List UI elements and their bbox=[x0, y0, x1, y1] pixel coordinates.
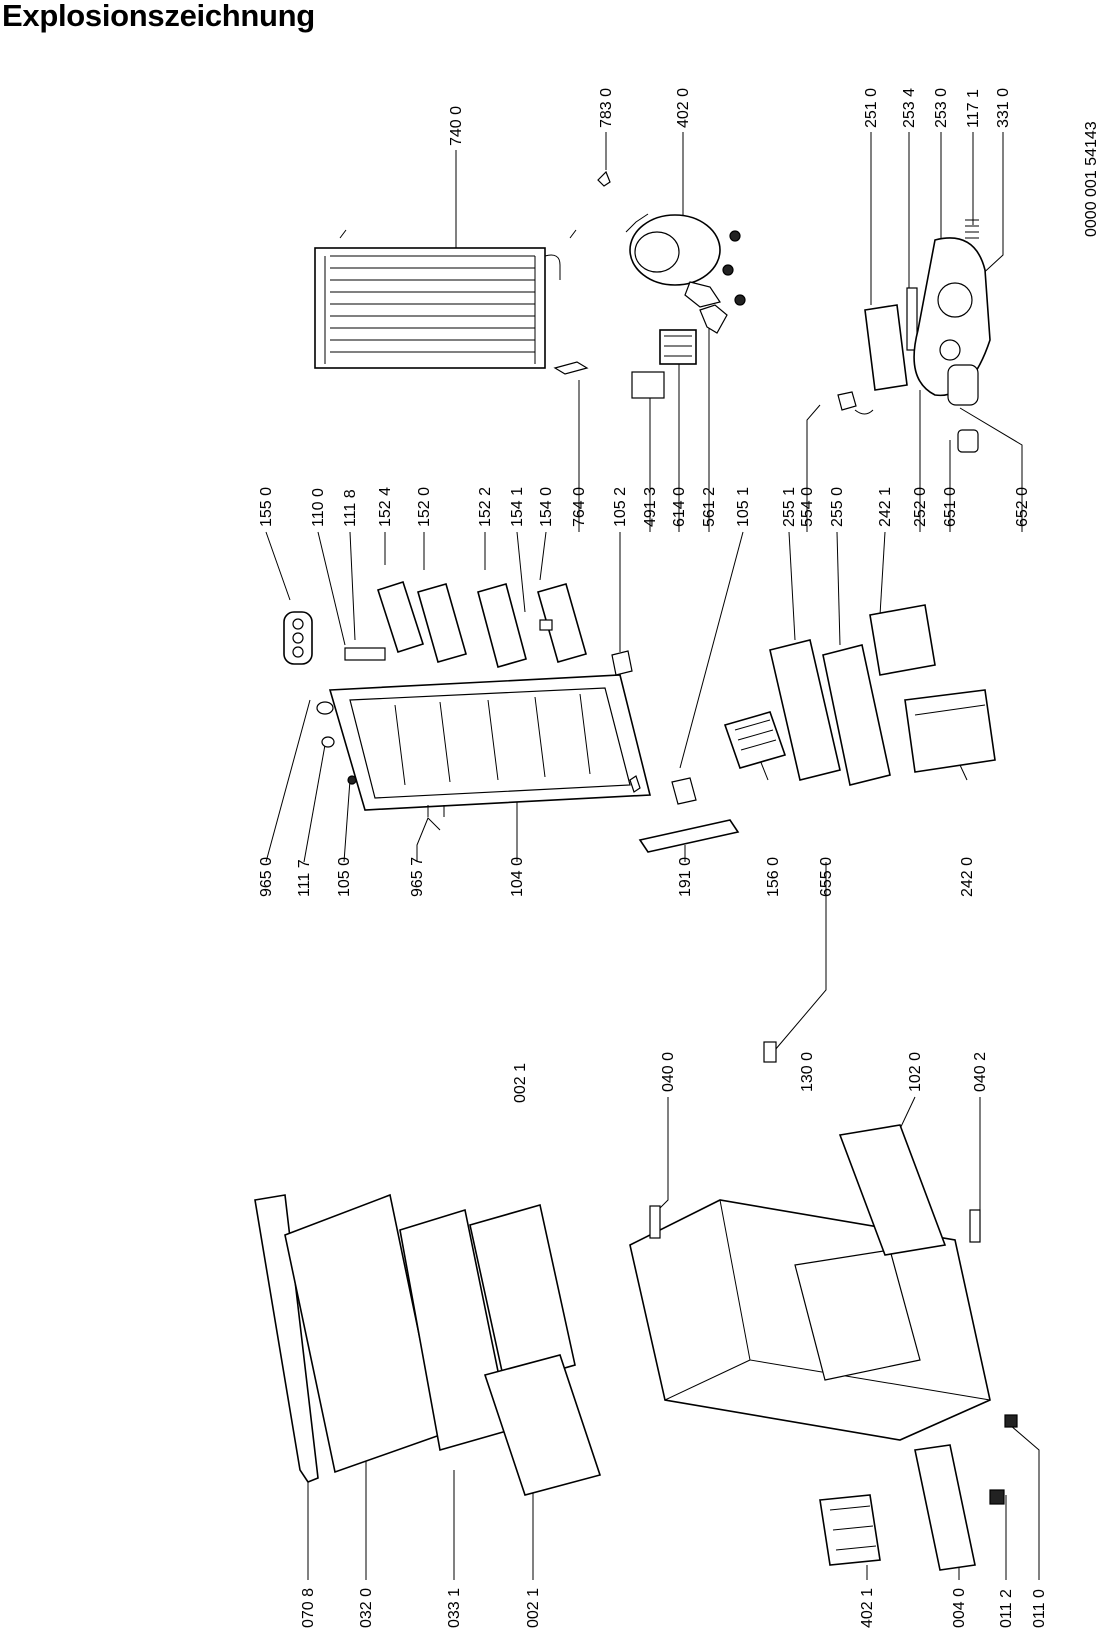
label-253-4: 253 4 bbox=[901, 88, 918, 128]
cap-part bbox=[316, 701, 334, 715]
label-783-0: 783 0 bbox=[598, 88, 615, 128]
freezer-drawers bbox=[869, 604, 996, 773]
door-shelves bbox=[376, 580, 587, 668]
fan-housing bbox=[819, 1494, 881, 1566]
label-105-2: 105 2 bbox=[612, 487, 629, 527]
label-965-0: 965 0 bbox=[258, 857, 275, 897]
label-130-0: 130 0 bbox=[799, 1052, 816, 1092]
label-002-1-b: 002 1 bbox=[525, 1588, 542, 1628]
label-117-1: 117 1 bbox=[965, 89, 982, 128]
relay-box bbox=[631, 371, 665, 399]
label-152-2: 152 2 bbox=[477, 487, 494, 527]
compressor bbox=[625, 213, 746, 308]
label-040-0: 040 0 bbox=[660, 1052, 677, 1092]
label-251-0: 251 0 bbox=[863, 88, 880, 128]
leader-lines bbox=[265, 132, 1040, 1580]
label-002-1-a: 002 1 bbox=[512, 1063, 529, 1103]
label-152-0: 152 0 bbox=[416, 487, 433, 527]
label-331-0: 331 0 bbox=[995, 88, 1012, 128]
cabinet-body bbox=[629, 1199, 991, 1441]
part-labels: 740 0 783 0 402 0 251 0 253 4 253 0 117 … bbox=[258, 88, 1100, 1628]
label-105-1: 105 1 bbox=[735, 487, 752, 527]
label-255-1: 255 1 bbox=[781, 487, 798, 527]
label-152-4: 152 4 bbox=[377, 487, 394, 527]
label-040-2: 040 2 bbox=[972, 1052, 989, 1092]
glass-shelves bbox=[769, 639, 891, 786]
egg-holder bbox=[283, 611, 313, 665]
label-011-0: 011 0 bbox=[1031, 1589, 1048, 1628]
plug-part bbox=[321, 736, 335, 748]
label-255-0: 255 0 bbox=[829, 487, 846, 527]
evaporator-cover bbox=[838, 1124, 947, 1256]
label-111-7: 111 7 bbox=[296, 859, 313, 897]
label-402-1: 402 1 bbox=[859, 1588, 876, 1628]
label-154-0: 154 0 bbox=[538, 487, 555, 527]
small-switch bbox=[763, 1041, 777, 1063]
label-155-0: 155 0 bbox=[258, 487, 275, 527]
label-111-8: 111 8 bbox=[342, 489, 359, 527]
switch-part bbox=[837, 391, 857, 411]
ice-tray bbox=[723, 711, 787, 769]
label-011-2: 011 2 bbox=[998, 1589, 1015, 1628]
pins-part bbox=[427, 805, 445, 817]
label-070-8: 070 8 bbox=[300, 1588, 317, 1628]
handle-strip bbox=[638, 819, 740, 853]
clip-part bbox=[699, 304, 728, 334]
label-740-0: 740 0 bbox=[448, 106, 465, 146]
label-253-0: 253 0 bbox=[933, 88, 950, 128]
page-title: Explosionszeichnung bbox=[2, 0, 315, 33]
hinge-bracket-bottom bbox=[969, 1209, 981, 1243]
gasket-part bbox=[553, 361, 589, 375]
top-cover-strip bbox=[254, 1194, 319, 1483]
label-004-0: 004 0 bbox=[951, 1588, 968, 1628]
label-032-0: 032 0 bbox=[358, 1588, 375, 1628]
fan-assembly bbox=[864, 219, 991, 406]
adjustable-feet bbox=[989, 1414, 1018, 1505]
condenser-coil bbox=[314, 229, 577, 369]
label-154-1: 154 1 bbox=[509, 487, 526, 527]
label-402-0: 402 0 bbox=[675, 88, 692, 128]
side-panel-upper bbox=[469, 1203, 576, 1387]
doc-number: 0000 001 54143 bbox=[1083, 121, 1100, 237]
label-156-0: 156 0 bbox=[765, 857, 782, 897]
hinge-top bbox=[611, 650, 633, 676]
label-965-7: 965 7 bbox=[409, 857, 426, 897]
label-191-0: 191 0 bbox=[677, 857, 694, 897]
damper-part bbox=[957, 429, 979, 453]
side-panel-lower bbox=[483, 1354, 602, 1496]
door-panel bbox=[328, 674, 652, 811]
label-104-0: 104 0 bbox=[509, 857, 526, 897]
starter-relay bbox=[659, 329, 697, 365]
hinge-bottom bbox=[671, 777, 697, 805]
hinge-bracket-top bbox=[649, 1205, 661, 1239]
label-033-1: 033 1 bbox=[446, 1588, 463, 1628]
base-rail bbox=[914, 1444, 976, 1571]
label-242-0: 242 0 bbox=[959, 857, 976, 897]
label-105-0: 105 0 bbox=[336, 857, 353, 897]
label-242-1: 242 1 bbox=[877, 487, 894, 527]
tube-part bbox=[597, 170, 611, 187]
label-110-0: 110 0 bbox=[310, 488, 327, 527]
hinge-bracket bbox=[344, 647, 386, 661]
label-102-0: 102 0 bbox=[907, 1052, 924, 1092]
screw-part bbox=[347, 775, 357, 785]
